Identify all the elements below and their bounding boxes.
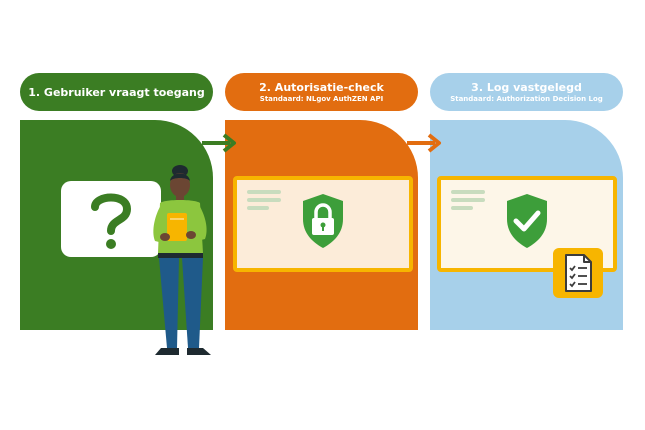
arrow-right-icon (202, 133, 236, 153)
step-2-title: 2. Autorisatie-check (259, 80, 384, 94)
lock-shield-icon (303, 194, 343, 248)
question-box (61, 181, 161, 257)
question-mark-icon (91, 193, 132, 249)
authorization-card (233, 176, 413, 272)
step-3-pill: 3. Log vastgelegd Standaard: Authorizati… (430, 73, 623, 111)
step-3-subtitle: Standaard: Authorization Decision Log (450, 94, 603, 103)
log-card (437, 176, 617, 272)
card-text-line (247, 198, 281, 202)
card-text-line (451, 206, 473, 210)
person-illustration (153, 165, 211, 355)
card-text-line (247, 190, 281, 194)
step-1-title: 1. Gebruiker vraagt toegang (28, 85, 205, 99)
check-shield-icon (507, 194, 547, 248)
card-text-line (451, 190, 485, 194)
card-text-line (247, 206, 269, 210)
step-2-pill: 2. Autorisatie-check Standaard: NLgov Au… (225, 73, 418, 111)
checklist-document-icon (553, 248, 603, 298)
arrow-right-icon (407, 133, 441, 153)
step-2-subtitle: Standaard: NLgov AuthZEN API (259, 94, 384, 103)
card-text-line (451, 198, 485, 202)
step-3-title: 3. Log vastgelegd (471, 80, 582, 94)
step-1-pill: 1. Gebruiker vraagt toegang (20, 73, 213, 111)
